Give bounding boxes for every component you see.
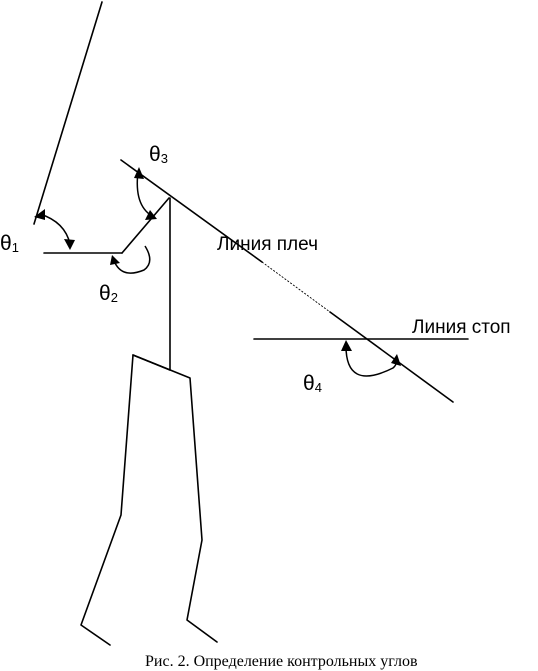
figure-caption: Рис. 2. Определение контрольных углов <box>145 653 418 670</box>
theta3-arrowhead-top <box>134 167 144 179</box>
theta2-label: θ2 <box>99 282 118 305</box>
theta3-arc <box>136 171 153 217</box>
theta4-label: θ4 <box>303 372 322 395</box>
right-leg-outline <box>132 354 218 643</box>
theta4-arc <box>345 343 398 377</box>
shoulder-line-label: Линия плеч <box>217 234 318 255</box>
theta2-arc <box>112 245 151 274</box>
club-shaft-line <box>33 1 103 225</box>
theta3-label: θ3 <box>149 143 168 166</box>
theta4-arrowhead-top <box>341 340 352 351</box>
theta2-arrowhead <box>110 255 120 265</box>
shoulder-line-lower <box>329 311 454 403</box>
shoulder-line <box>120 159 263 263</box>
theta3-arrowhead-bottom <box>145 210 157 220</box>
upper-arm-line <box>121 197 170 254</box>
theta1-arrowhead-bottom <box>64 239 75 250</box>
left-leg-outline <box>80 354 171 646</box>
theta1-label: θ1 <box>0 232 19 255</box>
theta1-arrowhead-top <box>34 209 45 220</box>
theta4-arrowhead-right <box>391 354 401 366</box>
feet-line-label: Линия стоп <box>412 317 511 338</box>
shoulder-line-faint <box>261 261 331 313</box>
